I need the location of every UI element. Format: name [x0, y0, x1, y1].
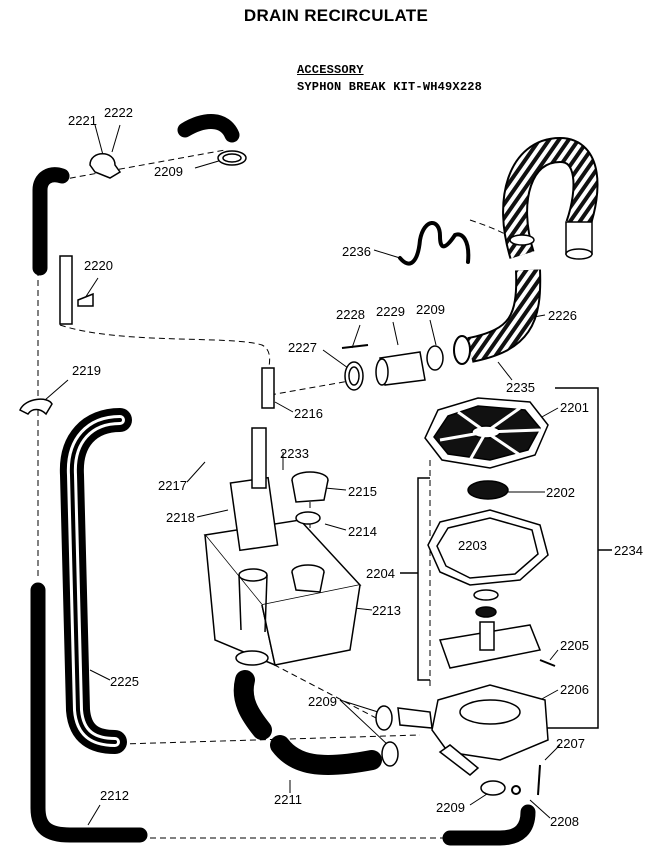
callout-2209: 2209 [308, 694, 337, 709]
callout-2209: 2209 [416, 302, 445, 317]
callout-2213: 2213 [372, 603, 401, 618]
callout-2208: 2208 [550, 814, 579, 829]
callout-2227: 2227 [288, 340, 317, 355]
clamp-2209-lower [235, 650, 506, 796]
leader-lines [44, 124, 561, 826]
callout-2235: 2235 [506, 380, 535, 395]
callout-2201: 2201 [560, 400, 589, 415]
fasteners-2205-2207-2208 [511, 659, 556, 796]
callout-labels: 2221 2222 2209 2220 2219 2236 2228 2229 … [68, 105, 643, 829]
callout-2206: 2206 [560, 682, 589, 697]
accessory-kit-label: SYPHON BREAK KIT-WH49X228 [297, 80, 483, 94]
callout-2219: 2219 [72, 363, 101, 378]
callout-2209: 2209 [436, 800, 465, 815]
callout-2204: 2204 [366, 566, 395, 581]
connector-2229 [375, 345, 444, 386]
callout-2205: 2205 [560, 638, 589, 653]
callout-2225: 2225 [110, 674, 139, 689]
hose-2225 [59, 408, 132, 754]
pump-housing-2206 [397, 684, 549, 776]
callout-2236: 2236 [342, 244, 371, 259]
spring-clip-2236 [398, 221, 471, 266]
clamp-2209-top [217, 150, 247, 166]
callout-2222: 2222 [104, 105, 133, 120]
bracket-2204 [400, 477, 430, 681]
callout-2229: 2229 [376, 304, 405, 319]
callout-2209: 2209 [154, 164, 183, 179]
seal-2202 [467, 480, 509, 500]
accessory-heading: ACCESSORY [297, 63, 364, 77]
callout-2220: 2220 [84, 258, 113, 273]
clamp-2227 [344, 361, 364, 391]
corrugated-hose-2226 [453, 136, 599, 365]
hose-2212-left [30, 582, 148, 843]
callout-2215: 2215 [348, 484, 377, 499]
gasket-2203 [427, 509, 549, 586]
hose-2211 [233, 670, 382, 775]
callout-2216: 2216 [294, 406, 323, 421]
callout-2212: 2212 [100, 788, 129, 803]
callout-2217: 2217 [158, 478, 187, 493]
callout-2226: 2226 [548, 308, 577, 323]
callout-2211: 2211 [274, 792, 302, 807]
bracket-2234 [545, 387, 612, 729]
callout-2202: 2202 [546, 485, 575, 500]
tube-2216 [261, 367, 275, 409]
callout-2207: 2207 [556, 736, 585, 751]
hose-2212-right [442, 804, 536, 846]
dashed-guide-lines [37, 149, 526, 839]
pump-cover-2201 [424, 397, 549, 469]
callout-2234: 2234 [614, 543, 643, 558]
clip-2219 [19, 398, 53, 416]
diagram-title: DRAIN RECIRCULATE [243, 6, 429, 25]
callout-2203: 2203 [458, 538, 487, 553]
hose-top-elbow [177, 114, 240, 143]
tank-2213 [203, 427, 362, 667]
tube-2220 [59, 255, 94, 325]
callout-2214: 2214 [348, 524, 377, 539]
hose-upper-left [32, 167, 70, 276]
callout-2221: 2221 [68, 113, 97, 128]
impeller-parts [438, 589, 542, 669]
callout-2228: 2228 [336, 307, 365, 322]
clamp-2221 [89, 153, 122, 179]
callout-2233: 2233 [280, 446, 309, 461]
screw-2228 [341, 344, 369, 349]
callout-2218: 2218 [166, 510, 195, 525]
